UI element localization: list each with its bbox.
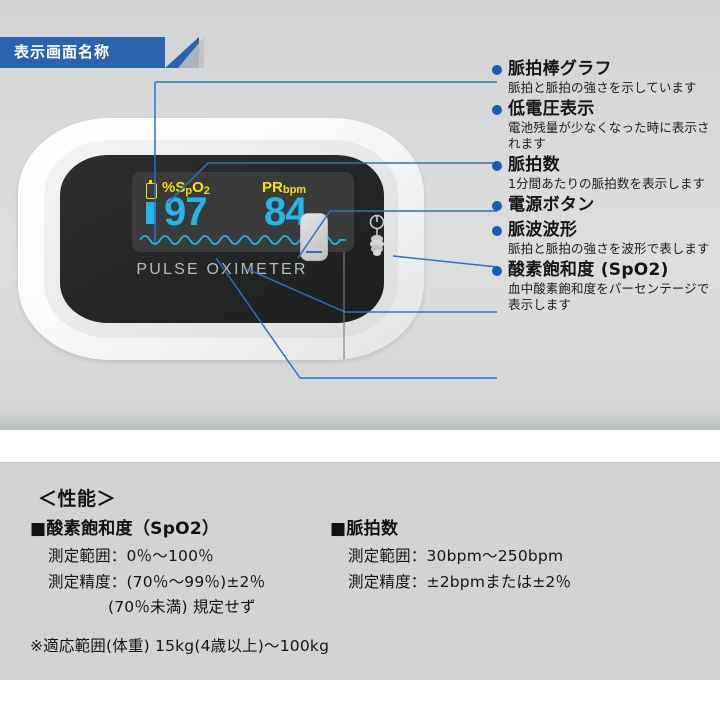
callout-description: 脈拍と脈拍の強さを波形で表します [508,241,710,257]
pulse-bar-graph-icon [146,202,156,224]
callout-head: 脈波波形 [492,221,720,240]
spec-heading-spo2: ■酸素飽和度（SpO2） [30,519,220,539]
callout-description: 1分間あたりの脈拍数を表示します [508,175,706,191]
battery-icon [146,180,157,199]
callout-pulse-bar-graph: 脈拍棒グラフ 脈拍と脈拍の強さを示しています [492,59,720,96]
callout-head: 脈拍棒グラフ [492,59,720,79]
power-button-accent [306,251,322,253]
callout-head: 脈拍数 [492,154,720,175]
callout-head: 電源ボタン [492,196,720,215]
specifications-panel: ＜性能＞ ■酸素飽和度（SpO2） 測定範囲：0％～100％ 測定精度：(70％… [0,462,720,680]
callout-pulse-rate: 脈拍数 1分間あたりの脈拍数を表示します [492,154,720,191]
callout-description: 電池残量が少なくなった時に表示されます [508,120,710,151]
device-front-panel: %SpO2 PRbpm 97 84 [60,155,385,359]
spec-footnote: ※適応範囲(体重) 15kg(4歳以上)～100kg [30,637,330,655]
callout-title: 電源ボタン [508,195,595,216]
callout-pulse-waveform: 脈波波形 脈拍と脈拍の強さを波形で表します [492,221,720,256]
spec-spo2-accuracy: 測定精度：(70％～99％)±2％ [48,573,266,592]
power-button[interactable] [300,213,328,261]
pulse-oximeter-illustration: %SpO2 PRbpm 97 84 [18,118,424,360]
callout-low-voltage: 低電圧表示 電池残量が少なくなった時に表示されます [492,100,720,151]
bullet-icon [492,226,502,237]
bullet-icon [492,65,502,75]
top-illustration-section: 表示画面名称 %SpO2 PRbpm 97 84 [0,0,720,430]
callout-power-button: 電源ボタン [492,196,720,215]
pr-label: PRbpm [262,180,306,196]
callout-title: 脈拍数 [508,154,560,175]
spo2-value: 97 [164,190,207,234]
pr-label-sub: bpm [282,184,307,196]
callout-head: 低電圧表示 [492,100,720,119]
bullet-icon [492,266,502,277]
bullet-icon [492,160,502,171]
spec-column-spo2: ■酸素飽和度（SpO2） 測定範囲：0％～100％ 測定精度：(70％～99％)… [30,519,330,617]
spec-section-title: ＜性能＞ [38,488,117,510]
spec-column-pulse-rate: ■脈拍数 測定範囲：30bpm～250bpm 測定精度：±2bpmまたは±2％ [330,519,670,593]
callout-description: 脈拍と脈拍の強さを示しています [508,80,697,96]
section-banner: 表示画面名称 [0,37,165,68]
callout-title: 脈拍棒グラフ [508,59,612,79]
callout-oxygen-saturation: 酸素飽和度 (SpO2) 血中酸素飽和度をパーセンテージで表示します [492,261,720,312]
finger-clip-icon [369,214,385,256]
callout-title: 脈波波形 [508,220,578,241]
callout-title: 酸素飽和度 (SpO2) [508,260,669,281]
device-brand-text: PULSE OXIMETER [136,261,308,278]
callout-title: 低電圧表示 [508,99,595,120]
callout-head: 酸素飽和度 (SpO2) [492,261,720,280]
spec-spo2-range: 測定範囲：0％～100％ [48,547,214,566]
callout-list: 脈拍棒グラフ 脈拍と脈拍の強さを示しています 低電圧表示 電池残量が少なくなった… [492,59,720,314]
spec-pulse-accuracy: 測定精度：±2bpmまたは±2％ [348,573,572,592]
callout-description: 血中酸素飽和度をパーセンテージで表示します [508,281,710,312]
spec-spo2-accuracy-secondary: (70％未満) 規定せず [108,597,256,616]
spec-heading-pulse-rate: ■脈拍数 [330,519,399,539]
spec-pulse-range: 測定範囲：30bpm～250bpm [348,547,564,566]
bullet-icon [492,105,502,116]
pr-label-main: PR [262,179,283,196]
section-banner-title: 表示画面名称 [14,43,111,61]
bullet-icon [492,201,502,212]
section-banner-shadow [178,37,204,68]
